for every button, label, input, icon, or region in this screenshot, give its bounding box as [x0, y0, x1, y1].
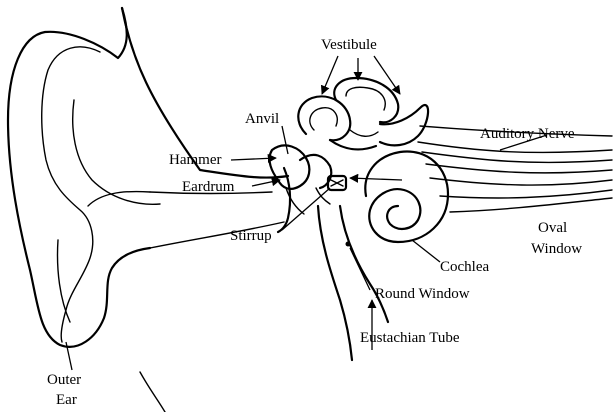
label-eardrum: Eardrum — [182, 179, 235, 195]
label-vestibule: Vestibule — [321, 37, 377, 53]
label-outer-ear-line2: Ear — [56, 392, 77, 408]
label-oval-window-line2: Window — [531, 241, 582, 257]
label-stirrup: Stirrup — [230, 228, 272, 244]
label-auditory-nerve: Auditory Nerve — [480, 126, 575, 142]
label-outer-ear-line1: Outer — [47, 372, 81, 388]
ossicles-shape — [270, 145, 346, 214]
label-hammer: Hammer — [169, 152, 221, 168]
ear-canal-shape — [122, 8, 288, 412]
vestibule-shape — [298, 78, 428, 149]
label-eustachian-tube: Eustachian Tube — [360, 330, 460, 346]
label-cochlea: Cochlea — [440, 259, 489, 275]
label-round-window: Round Window — [375, 286, 470, 302]
label-leaders — [66, 56, 547, 370]
label-oval-window-line1: Oval — [538, 220, 567, 236]
label-anvil: Anvil — [245, 111, 279, 127]
